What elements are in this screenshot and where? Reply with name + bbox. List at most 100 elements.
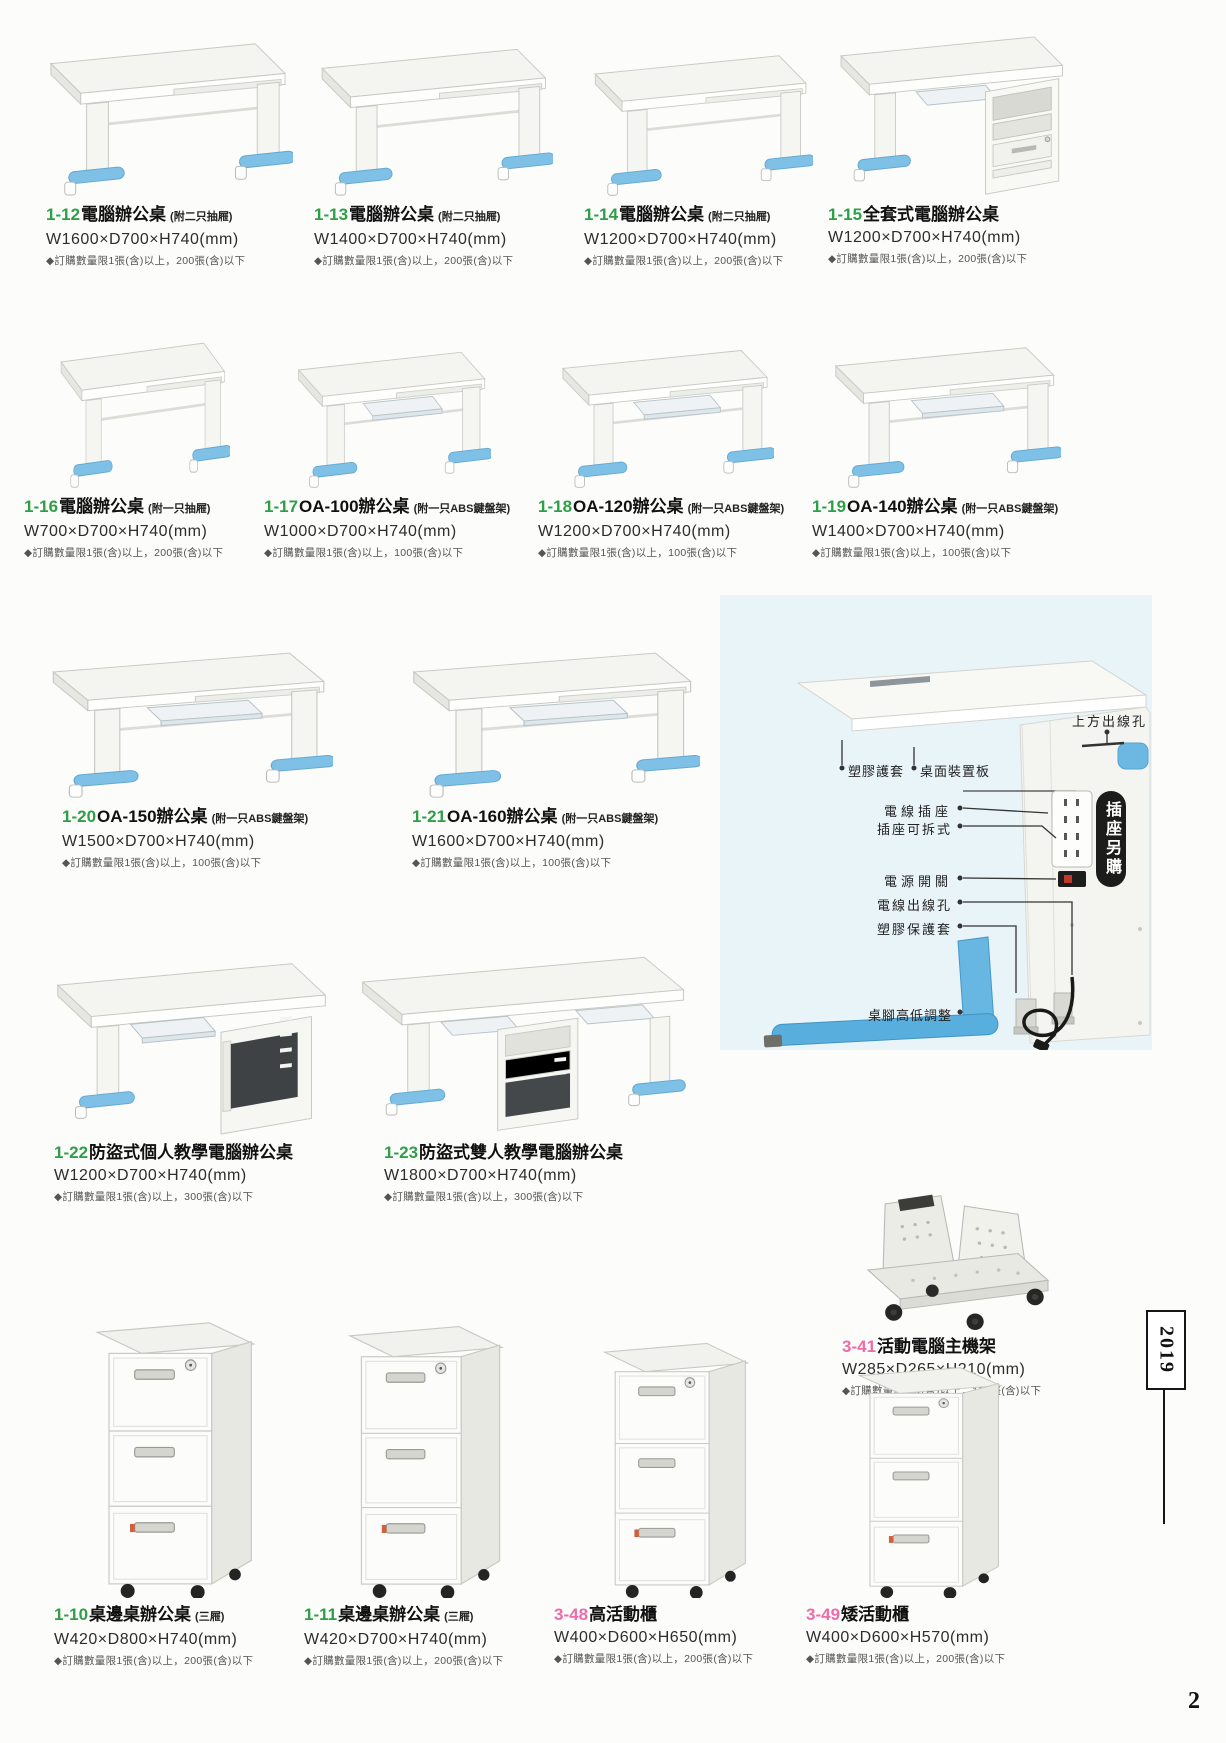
product-name: OA-160辦公桌 bbox=[447, 807, 558, 826]
order-note: ◆訂購數量限1張(含)以上，200張(含)以下 bbox=[314, 255, 514, 267]
product-caption: 1-17OA-100辦公桌(附一只ABS鍵盤架) W1000×D700×H740… bbox=[256, 496, 521, 560]
product-name: 桌邊桌辦公桌 bbox=[338, 1605, 441, 1624]
product-photo bbox=[48, 1296, 303, 1598]
year-label: 2019 bbox=[1155, 1326, 1178, 1374]
product-name: OA-120辦公桌 bbox=[573, 497, 684, 516]
product-photo bbox=[566, 26, 828, 198]
order-note: ◆訂購數量限1張(含)以上，100張(含)以下 bbox=[812, 547, 1012, 559]
product-tag: (附二只抽屜) bbox=[170, 211, 233, 223]
product-caption: 1-13電腦辦公桌(附二只抽屜) W1400×D700×H740(mm) ◆訂購… bbox=[296, 204, 564, 268]
product-name: OA-100辦公桌 bbox=[299, 497, 410, 516]
product-code: 3-49 bbox=[806, 1605, 841, 1624]
product-dimensions: W400×D600×H570(mm) bbox=[806, 1629, 990, 1646]
product-name: 高活動櫃 bbox=[589, 1605, 658, 1624]
product-dimensions: W1200×D700×H740(mm) bbox=[828, 229, 1021, 246]
diagram-label-board: 桌面裝置板 bbox=[920, 764, 991, 779]
product-dimensions: W1200×D700×H740(mm) bbox=[54, 1167, 247, 1184]
product-card-1-13: 1-13電腦辦公桌(附二只抽屜) W1400×D700×H740(mm) ◆訂購… bbox=[296, 26, 564, 268]
product-name: OA-150辦公桌 bbox=[97, 807, 208, 826]
diagram-label-protect-sleeve: 塑膠保護套 bbox=[876, 922, 952, 937]
product-code: 3-48 bbox=[554, 1605, 589, 1624]
socket-sold-separately-badge: 插座另購 bbox=[1096, 791, 1126, 887]
diagram-label-socket: 電線插座 bbox=[883, 804, 952, 819]
product-caption: 1-19OA-140辦公桌(附一只ABS鍵盤架) W1400×D700×H740… bbox=[798, 496, 1083, 560]
desk-illustration bbox=[351, 946, 703, 1136]
order-note: ◆訂購數量限1張(含)以上，200張(含)以下 bbox=[46, 255, 246, 267]
product-card-3-49: 3-49矮活動櫃 W400×D600×H570(mm) ◆訂購數量限1張(含)以… bbox=[800, 1296, 1060, 1666]
product-dimensions: W420×D800×H740(mm) bbox=[54, 1631, 238, 1648]
product-dimensions: W1400×D700×H740(mm) bbox=[812, 523, 1005, 540]
product-photo bbox=[28, 26, 300, 198]
desk-illustration bbox=[35, 30, 293, 198]
product-caption: 1-12電腦辦公桌(附二只抽屜) W1600×D700×H740(mm) ◆訂購… bbox=[28, 204, 300, 268]
product-card-1-11: 1-11桌邊桌辦公桌(三屜) W420×D700×H740(mm) ◆訂購數量限… bbox=[298, 1296, 553, 1668]
product-code: 1-15 bbox=[828, 205, 863, 224]
product-name: 電腦辦公桌 bbox=[81, 205, 167, 224]
product-card-1-23: 1-23防盜式雙人教學電腦辦公桌 W1800×D700×H740(mm) ◆訂購… bbox=[342, 946, 712, 1204]
order-note: ◆訂購數量限1張(含)以上，200張(含)以下 bbox=[304, 1655, 504, 1667]
product-tag: (三屜) bbox=[195, 1611, 225, 1623]
product-tag: (附二只抽屜) bbox=[438, 211, 501, 223]
order-note: ◆訂購數量限1張(含)以上，100張(含)以下 bbox=[62, 857, 262, 869]
product-name: 全套式電腦辦公桌 bbox=[863, 205, 1000, 224]
product-photo bbox=[296, 26, 564, 198]
product-caption: 1-15全套式電腦辦公桌 W1200×D700×H740(mm) ◆訂購數量限1… bbox=[814, 204, 1082, 266]
product-code: 1-18 bbox=[538, 497, 573, 516]
product-name: 防盜式個人教學電腦辦公桌 bbox=[89, 1143, 294, 1162]
year-tab-line bbox=[1163, 1388, 1165, 1524]
product-photo bbox=[342, 946, 712, 1136]
product-caption: 1-22防盜式個人教學電腦辦公桌 W1200×D700×H740(mm) ◆訂購… bbox=[36, 1142, 346, 1204]
order-note: ◆訂購數量限1張(含)以上，200張(含)以下 bbox=[554, 1653, 754, 1665]
desk-illustration bbox=[821, 335, 1061, 490]
product-caption: 1-18OA-120辦公桌(附一只ABS鍵盤架) W1200×D700×H740… bbox=[526, 496, 796, 560]
product-dimensions: W400×D600×H650(mm) bbox=[554, 1629, 738, 1646]
year-side-tab: 2019 bbox=[1146, 1310, 1186, 1390]
product-caption: 1-11桌邊桌辦公桌(三屜) W420×D700×H740(mm) ◆訂購數量限… bbox=[298, 1604, 553, 1668]
product-tag: (附二只抽屜) bbox=[708, 211, 771, 223]
product-card-1-19: 1-19OA-140辦公桌(附一只ABS鍵盤架) W1400×D700×H740… bbox=[798, 312, 1083, 560]
desk-illustration bbox=[549, 338, 774, 490]
product-caption: 1-20OA-150辦公桌(附一只ABS鍵盤架) W1500×D700×H740… bbox=[26, 806, 341, 870]
diagram-label-cable-hole: 電線出線孔 bbox=[876, 898, 952, 913]
product-card-1-17: 1-17OA-100辦公桌(附一只ABS鍵盤架) W1000×D700×H740… bbox=[256, 312, 521, 560]
diagram-label-socket-removable: 插座可拆式 bbox=[876, 822, 952, 837]
product-tag: (三屜) bbox=[444, 1611, 474, 1623]
product-code: 1-19 bbox=[812, 497, 847, 516]
order-note: ◆訂購數量限1張(含)以上，100張(含)以下 bbox=[264, 547, 464, 559]
product-photo bbox=[548, 1296, 803, 1598]
product-caption: 1-21OA-160辦公桌(附一只ABS鍵盤架) W1600×D700×H740… bbox=[382, 806, 712, 870]
desk-illustration bbox=[307, 36, 553, 198]
product-code: 1-12 bbox=[46, 205, 81, 224]
product-name: 防盜式雙人教學電腦辦公桌 bbox=[419, 1143, 624, 1162]
product-code: 1-11 bbox=[304, 1605, 338, 1624]
product-photo bbox=[800, 1296, 1060, 1598]
product-dimensions: W1800×D700×H740(mm) bbox=[384, 1167, 577, 1184]
product-card-1-21: 1-21OA-160辦公桌(附一只ABS鍵盤架) W1600×D700×H740… bbox=[382, 636, 712, 870]
product-caption: 1-10桌邊桌辦公桌(三屜) W420×D800×H740(mm) ◆訂購數量限… bbox=[48, 1604, 303, 1668]
desk-illustration bbox=[395, 640, 700, 800]
product-dimensions: W1400×D700×H740(mm) bbox=[314, 231, 507, 248]
order-note: ◆訂購數量限1張(含)以上，100張(含)以下 bbox=[412, 857, 612, 869]
product-caption: 3-48高活動櫃 W400×D600×H650(mm) ◆訂購數量限1張(含)以… bbox=[548, 1604, 803, 1666]
product-code: 1-23 bbox=[384, 1143, 419, 1162]
product-tag: (附一只ABS鍵盤架) bbox=[561, 813, 659, 825]
product-card-1-22: 1-22防盜式個人教學電腦辦公桌 W1200×D700×H740(mm) ◆訂購… bbox=[36, 946, 346, 1204]
product-code: 1-21 bbox=[412, 807, 447, 826]
product-caption: 1-16電腦辦公桌(附一只抽屜) W700×D700×H740(mm) ◆訂購數… bbox=[20, 496, 260, 560]
order-note: ◆訂購數量限1張(含)以上，200張(含)以下 bbox=[24, 547, 224, 559]
diagram-label-sleeve: 塑膠護套 bbox=[848, 764, 905, 779]
product-name: 電腦辦公桌 bbox=[59, 497, 145, 516]
product-photo bbox=[36, 946, 346, 1136]
desk-illustration bbox=[50, 330, 230, 490]
product-code: 1-22 bbox=[54, 1143, 89, 1162]
product-dimensions: W1600×D700×H740(mm) bbox=[412, 833, 605, 850]
product-tag: (附一只ABS鍵盤架) bbox=[211, 813, 309, 825]
order-note: ◆訂購數量限1張(含)以上，100張(含)以下 bbox=[538, 547, 738, 559]
product-name: 電腦辦公桌 bbox=[619, 205, 705, 224]
product-card-1-12: 1-12電腦辦公桌(附二只抽屜) W1600×D700×H740(mm) ◆訂購… bbox=[28, 26, 300, 268]
product-dimensions: W420×D700×H740(mm) bbox=[304, 1631, 488, 1648]
product-code: 3-41 bbox=[842, 1337, 877, 1356]
product-code: 1-16 bbox=[24, 497, 59, 516]
product-card-3-48: 3-48高活動櫃 W400×D600×H650(mm) ◆訂購數量限1張(含)以… bbox=[548, 1296, 803, 1666]
desk-detail-diagram: 上方出線孔 塑膠護套 桌面裝置板 電線插座 插座可拆式 電源開關 電線出線孔 塑… bbox=[720, 595, 1152, 1050]
